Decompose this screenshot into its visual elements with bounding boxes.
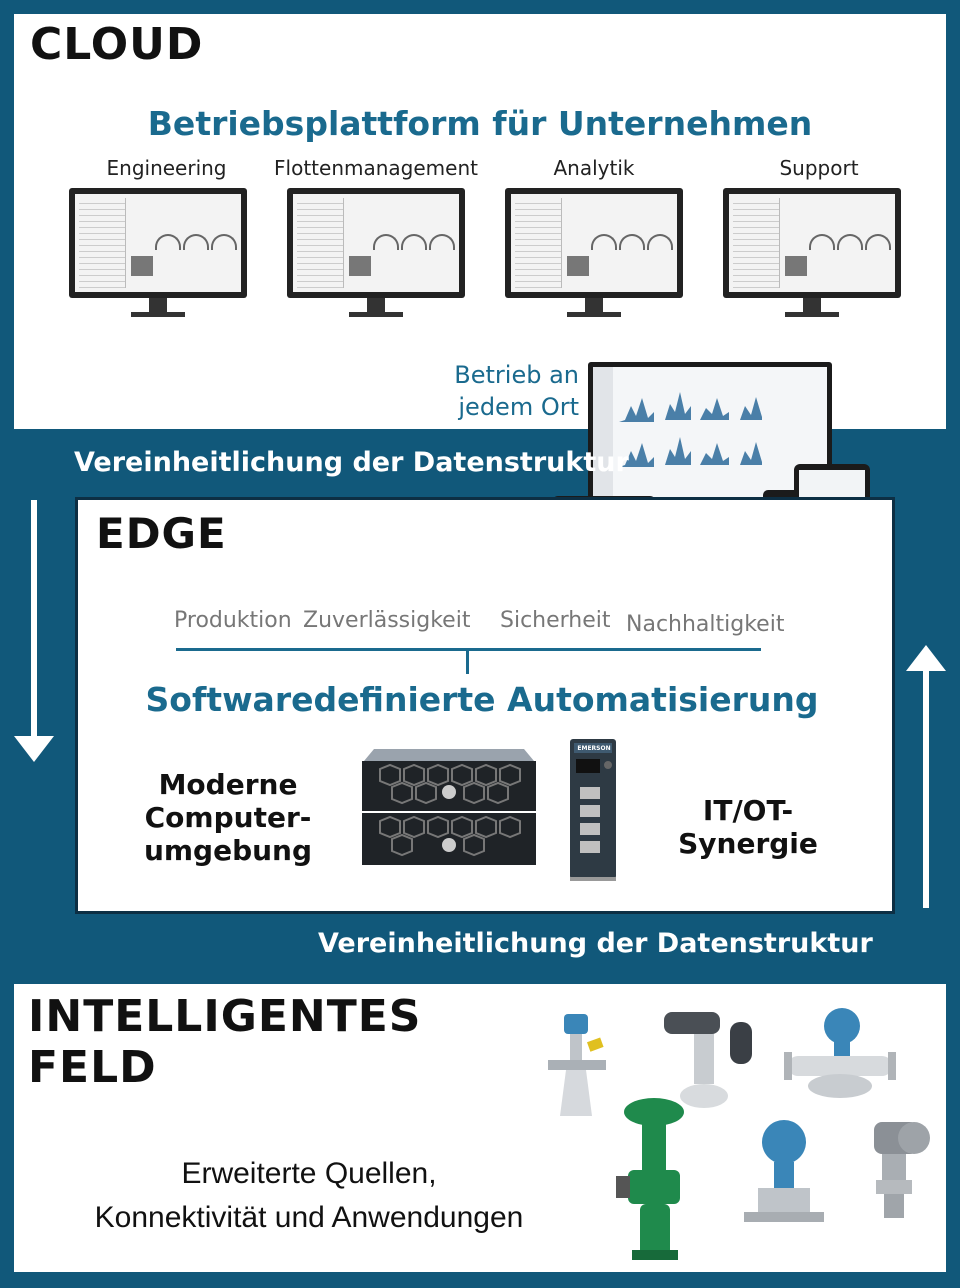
field-panel: INTELLIGENTES FELD Erweiterte Quellen, K… bbox=[14, 984, 946, 1272]
it-ot-line2: Synergie bbox=[678, 827, 818, 861]
pillar-production: Produktion bbox=[174, 608, 292, 633]
pillar-connector bbox=[466, 648, 469, 674]
pillar-reliability: Zuverlässigkeit bbox=[303, 608, 471, 633]
monitor-analytics bbox=[505, 188, 683, 320]
app-label-support: Support bbox=[779, 156, 859, 180]
modern-computing-line3: umgebung bbox=[143, 834, 313, 868]
remote-ops-line2: jedem Ort bbox=[458, 393, 579, 422]
radar-level-transmitter bbox=[548, 1014, 606, 1116]
pillar-safety: Sicherheit bbox=[500, 608, 611, 633]
it-ot-line1: IT/OT- bbox=[702, 794, 794, 827]
controller-brand-label: EMERSON bbox=[577, 745, 611, 752]
monitor-engineering bbox=[69, 188, 247, 320]
modern-computing-label: Moderne Computer- umgebung bbox=[118, 768, 338, 867]
up-arrow-shaft bbox=[923, 670, 929, 908]
monitor-support bbox=[723, 188, 901, 320]
edge-title: Softwaredefinierte Automatisierung bbox=[145, 680, 819, 719]
field-caption-line1: Erweiterte Quellen, bbox=[181, 1157, 437, 1190]
cloud-heading: CLOUD bbox=[30, 19, 204, 70]
rack-servers-image bbox=[362, 749, 536, 865]
edge-controller-image bbox=[570, 739, 616, 881]
band-top-label: Vereinheitlichung der Datenstruktur bbox=[74, 447, 629, 478]
band-bottom-label: Vereinheitlichung der Datenstruktur bbox=[318, 928, 873, 959]
remote-ops-label: Betrieb an jedem Ort bbox=[434, 359, 579, 424]
it-ot-synergy-label: IT/OT- Synergie bbox=[668, 794, 828, 860]
platform-title: Betriebsplattform für Unternehmen bbox=[147, 104, 813, 143]
remote-ops-line1: Betrieb an bbox=[454, 361, 579, 389]
field-heading-line1: INTELLIGENTES bbox=[28, 991, 422, 1042]
up-arrow-icon bbox=[906, 645, 946, 671]
cloud-panel: CLOUD Betriebsplattform für Unternehmen … bbox=[14, 14, 946, 429]
app-label-fleet: Flottenmanagement bbox=[274, 156, 478, 180]
field-heading-line2: FELD bbox=[28, 1041, 157, 1093]
down-arrow-icon bbox=[14, 736, 54, 762]
modern-computing-line1: Moderne bbox=[158, 768, 298, 801]
down-arrow-shaft bbox=[31, 500, 37, 740]
edge-heading: EDGE bbox=[96, 509, 227, 558]
edge-panel: EDGE Produktion Zuverlässigkeit Sicherhe… bbox=[75, 497, 895, 914]
app-label-analytics: Analytik bbox=[553, 156, 635, 180]
modern-computing-line2: Computer- bbox=[144, 801, 312, 835]
monitor-fleet bbox=[287, 188, 465, 320]
field-heading: INTELLIGENTES FELD bbox=[28, 991, 422, 1093]
field-caption-line2: Konnektivität und Anwendungen bbox=[94, 1200, 524, 1234]
pillar-sustainability: Nachhaltigkeit bbox=[626, 612, 785, 637]
field-caption: Erweiterte Quellen, Konnektivität und An… bbox=[24, 1152, 594, 1239]
field-devices-image bbox=[548, 1008, 930, 1260]
app-label-engineering: Engineering bbox=[106, 156, 227, 180]
